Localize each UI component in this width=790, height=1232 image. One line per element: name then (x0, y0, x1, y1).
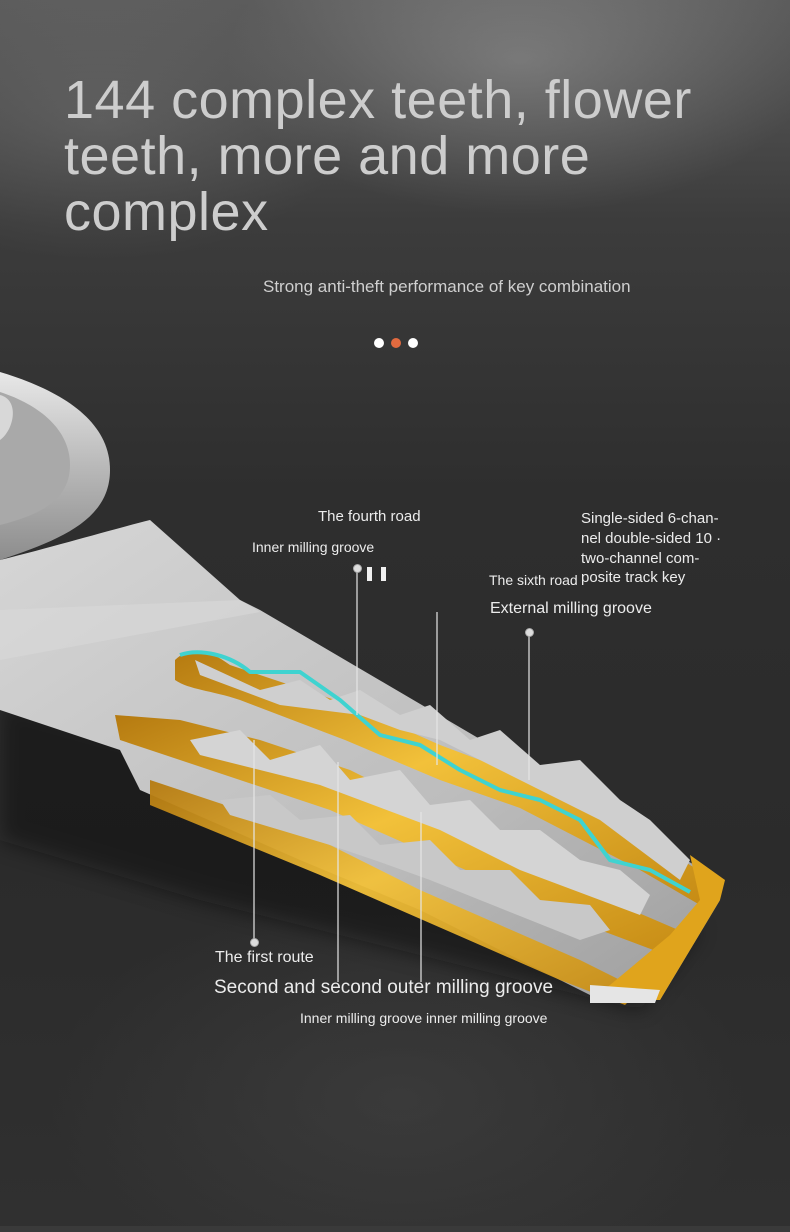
gold-groove-upper (175, 650, 715, 905)
label-first-route: The first route (215, 949, 314, 966)
carousel-dot-active[interactable] (391, 338, 401, 348)
pin-marker (525, 628, 534, 637)
middle-teeth (190, 730, 650, 915)
page-subtitle: Strong anti-theft performance of key com… (263, 277, 631, 296)
page-title: 144 complex teeth, flower teeth, more an… (64, 70, 692, 242)
bottom-divider (0, 1226, 790, 1232)
carousel-dots (374, 338, 418, 348)
carousel-dot[interactable] (408, 338, 418, 348)
pin-marker (353, 564, 362, 573)
label-inner-milling-groove: Inner milling groove (252, 539, 375, 555)
label-second-outer-milling-groove: Second and second outer milling groove (214, 977, 554, 998)
label-double-sided: nel double-sided 10 · (581, 530, 722, 547)
lower-teeth (220, 795, 610, 940)
label-two-channel: two-channel com- (581, 550, 700, 567)
label-single-sided: Single-sided 6-chan- (581, 510, 719, 527)
gold-groove-middle (115, 715, 690, 960)
label-composite: posite track key (581, 569, 686, 586)
cyan-track-line (179, 650, 691, 894)
label-external-milling-groove: External milling groove (490, 600, 652, 617)
carousel-dot[interactable] (374, 338, 384, 348)
label-sixth-road: The sixth road (489, 572, 578, 588)
gold-groove-lower (150, 780, 640, 1005)
label-fourth-road: The fourth road (318, 508, 421, 525)
pin-marker (250, 938, 259, 947)
label-inner-inner-milling-groove: Inner milling groove inner milling groov… (300, 1010, 548, 1026)
key-head (0, 372, 110, 560)
